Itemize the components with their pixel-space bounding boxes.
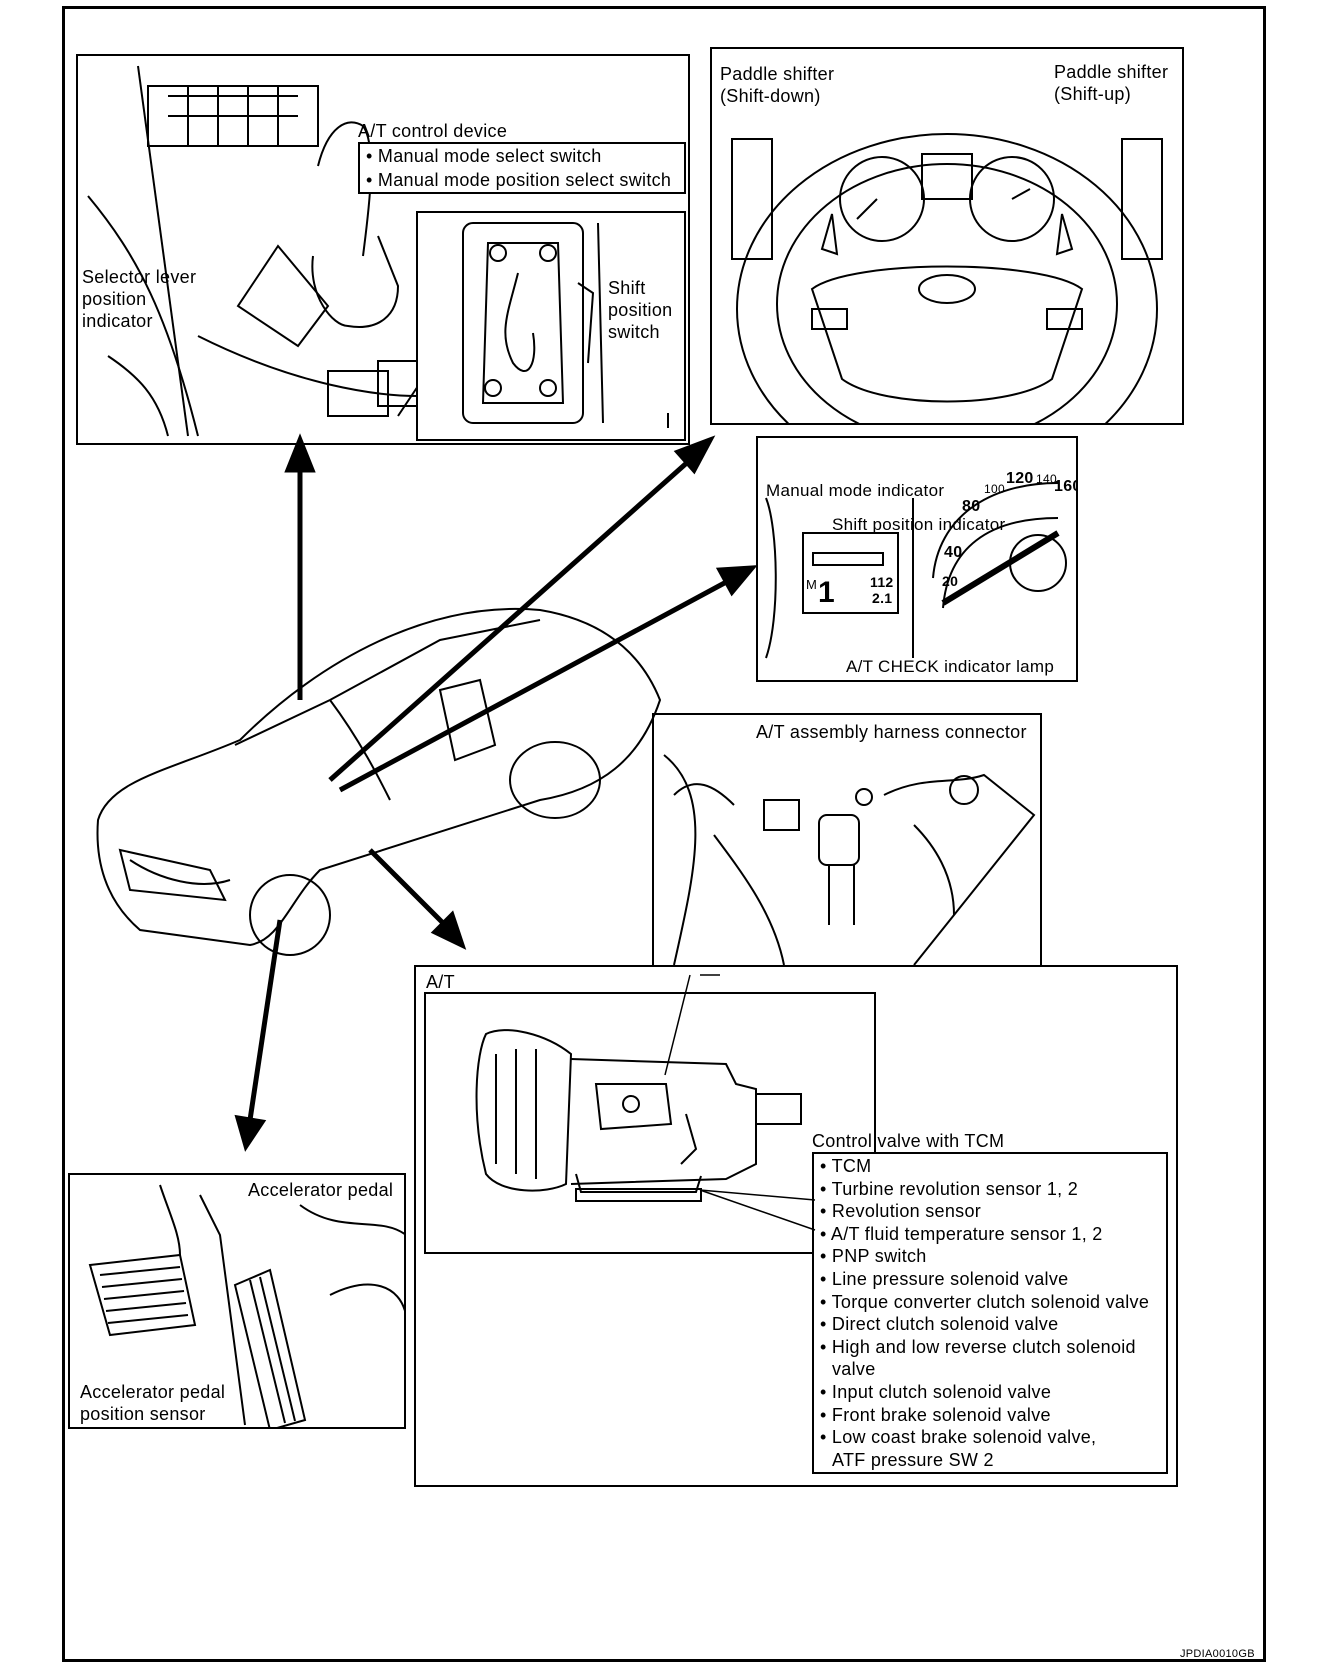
figure-id: JPDIA0010GB — [1180, 1648, 1255, 1660]
at-inner-panel — [424, 992, 876, 1254]
manual-mode-indicator-label: Manual mode indicator — [766, 481, 945, 500]
shift-switch-label-1: Shift — [608, 278, 646, 298]
control-valve-item: Revolution sensor — [820, 1200, 1160, 1223]
selector-indicator-label-1: Selector lever — [82, 267, 197, 287]
gear-mode-readout: M — [806, 577, 818, 592]
speed-tick-label: 140 — [1036, 472, 1057, 486]
paddle-up-label-1: Paddle shifter — [1054, 62, 1169, 82]
harness-illustration — [663, 754, 1036, 966]
steering-wheel-illustration — [731, 133, 1163, 423]
control-valve-item: Front brake solenoid valve — [820, 1404, 1160, 1427]
shift-switch-label-3: switch — [608, 322, 660, 342]
speed-tick-label: 20 — [942, 573, 959, 589]
paddle-up-label-2: (Shift-up) — [1054, 84, 1132, 104]
figure-frame — [62, 6, 1266, 1662]
selector-indicator-label-2: position — [82, 289, 147, 309]
control-valve-item: Low coast brake solenoid valve, — [820, 1426, 1160, 1449]
accelerator-pedal-label: Accelerator pedal — [248, 1180, 394, 1200]
check-lamp-label: A/T CHECK indicator lamp — [846, 657, 1055, 676]
control-valve-item: PNP switch — [820, 1245, 1160, 1268]
speed-tick-label: 80 — [962, 498, 981, 515]
speed-tick-label: 120 — [1006, 470, 1034, 487]
control-valve-item: Turbine revolution sensor 1, 2 — [820, 1178, 1160, 1201]
speed-tick-label: 100 — [984, 482, 1005, 496]
odometer-readout: 112 — [870, 574, 894, 590]
shift-switch-label-2: position — [608, 300, 673, 320]
steering-panel: Paddle shifter (Shift-down) Paddle shift… — [710, 47, 1184, 425]
meter-illustration — [765, 482, 1067, 659]
meter-panel: Manual mode indicator Shift position ind… — [756, 436, 1078, 682]
speed-tick-label: 160 — [1054, 478, 1076, 495]
control-valve-item-continuation: ATF pressure SW 2 — [832, 1449, 994, 1470]
shift-switch-inset: Shift position switch — [416, 211, 686, 441]
control-valve-item-continuation: valve — [832, 1359, 876, 1380]
harness-panel: A/T assembly harness connector — [652, 713, 1042, 971]
control-valve-item: High and low reverse clutch solenoid — [820, 1336, 1160, 1359]
shift-switch-illustration — [462, 222, 669, 428]
harness-connector-label: A/T assembly harness connector — [756, 722, 1027, 742]
control-device-item: Manual mode position select switch — [366, 168, 678, 192]
paddle-down-label-2: (Shift-down) — [720, 86, 821, 106]
shift-position-indicator-label: Shift position indicator — [832, 515, 1006, 534]
control-valve-item: Input clutch solenoid valve — [820, 1381, 1160, 1404]
transmission-illustration — [475, 1029, 802, 1202]
at-label: A/T — [426, 972, 455, 992]
control-device-item: Manual mode select switch — [366, 144, 678, 168]
shifter-panel: A/T control device Manual mode select sw… — [76, 54, 690, 445]
trip-readout: 2.1 — [872, 590, 893, 606]
gear-readout: 1 — [818, 576, 835, 609]
control-valve-item: Torque converter clutch solenoid valve — [820, 1291, 1160, 1314]
control-device-title: A/T control device — [358, 121, 508, 141]
control-valve-item: A/T fluid temperature sensor 1, 2 — [820, 1223, 1160, 1246]
control-valve-box: TCM Turbine revolution sensor 1, 2 Revol… — [812, 1152, 1168, 1474]
pedal-sensor-label-2: position sensor — [80, 1404, 206, 1424]
selector-indicator-label-3: indicator — [82, 311, 153, 331]
control-device-box: Manual mode select switch Manual mode po… — [358, 142, 686, 194]
control-valve-item: TCM — [820, 1155, 1160, 1178]
pedal-panel: Accelerator pedal Accelerator pedal posi… — [68, 1173, 406, 1429]
control-valve-item: Line pressure solenoid valve — [820, 1268, 1160, 1291]
control-valve-title: Control valve with TCM — [812, 1131, 1005, 1151]
pedal-sensor-label-1: Accelerator pedal — [80, 1382, 226, 1402]
speed-tick-label: 40 — [944, 544, 963, 561]
pedal-illustration — [88, 1184, 404, 1427]
control-valve-item: Direct clutch solenoid valve — [820, 1313, 1160, 1336]
paddle-down-label-1: Paddle shifter — [720, 64, 835, 84]
